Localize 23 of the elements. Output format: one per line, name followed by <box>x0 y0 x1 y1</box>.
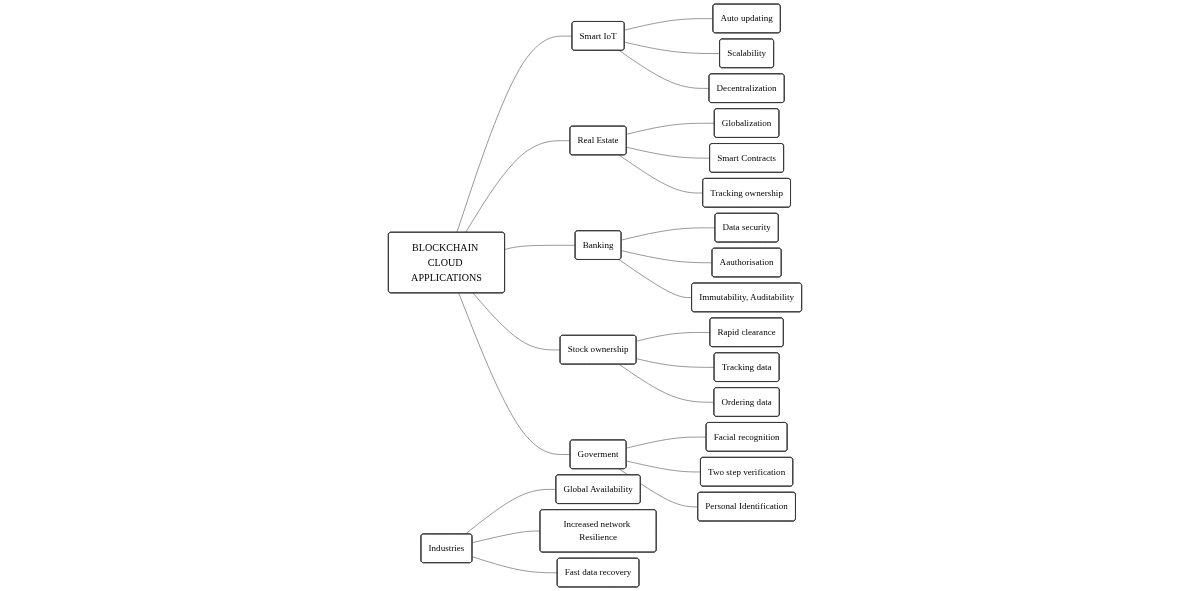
connector <box>456 35 573 233</box>
connector <box>472 530 541 543</box>
connector <box>472 292 561 351</box>
connector <box>624 41 721 54</box>
connector <box>636 358 715 368</box>
connector <box>504 245 576 250</box>
connector <box>618 468 699 508</box>
connector <box>626 436 707 449</box>
connector <box>624 18 714 31</box>
connector <box>626 146 711 159</box>
connector <box>618 259 693 298</box>
connector <box>618 154 704 194</box>
connector <box>621 227 716 241</box>
connector <box>636 332 711 342</box>
connector <box>626 460 701 473</box>
connector <box>618 364 715 403</box>
connector <box>618 50 710 89</box>
connector <box>472 556 558 574</box>
connector <box>465 140 571 233</box>
connector <box>464 489 557 535</box>
connector <box>626 123 715 135</box>
connector <box>621 250 713 264</box>
connector <box>458 292 571 455</box>
